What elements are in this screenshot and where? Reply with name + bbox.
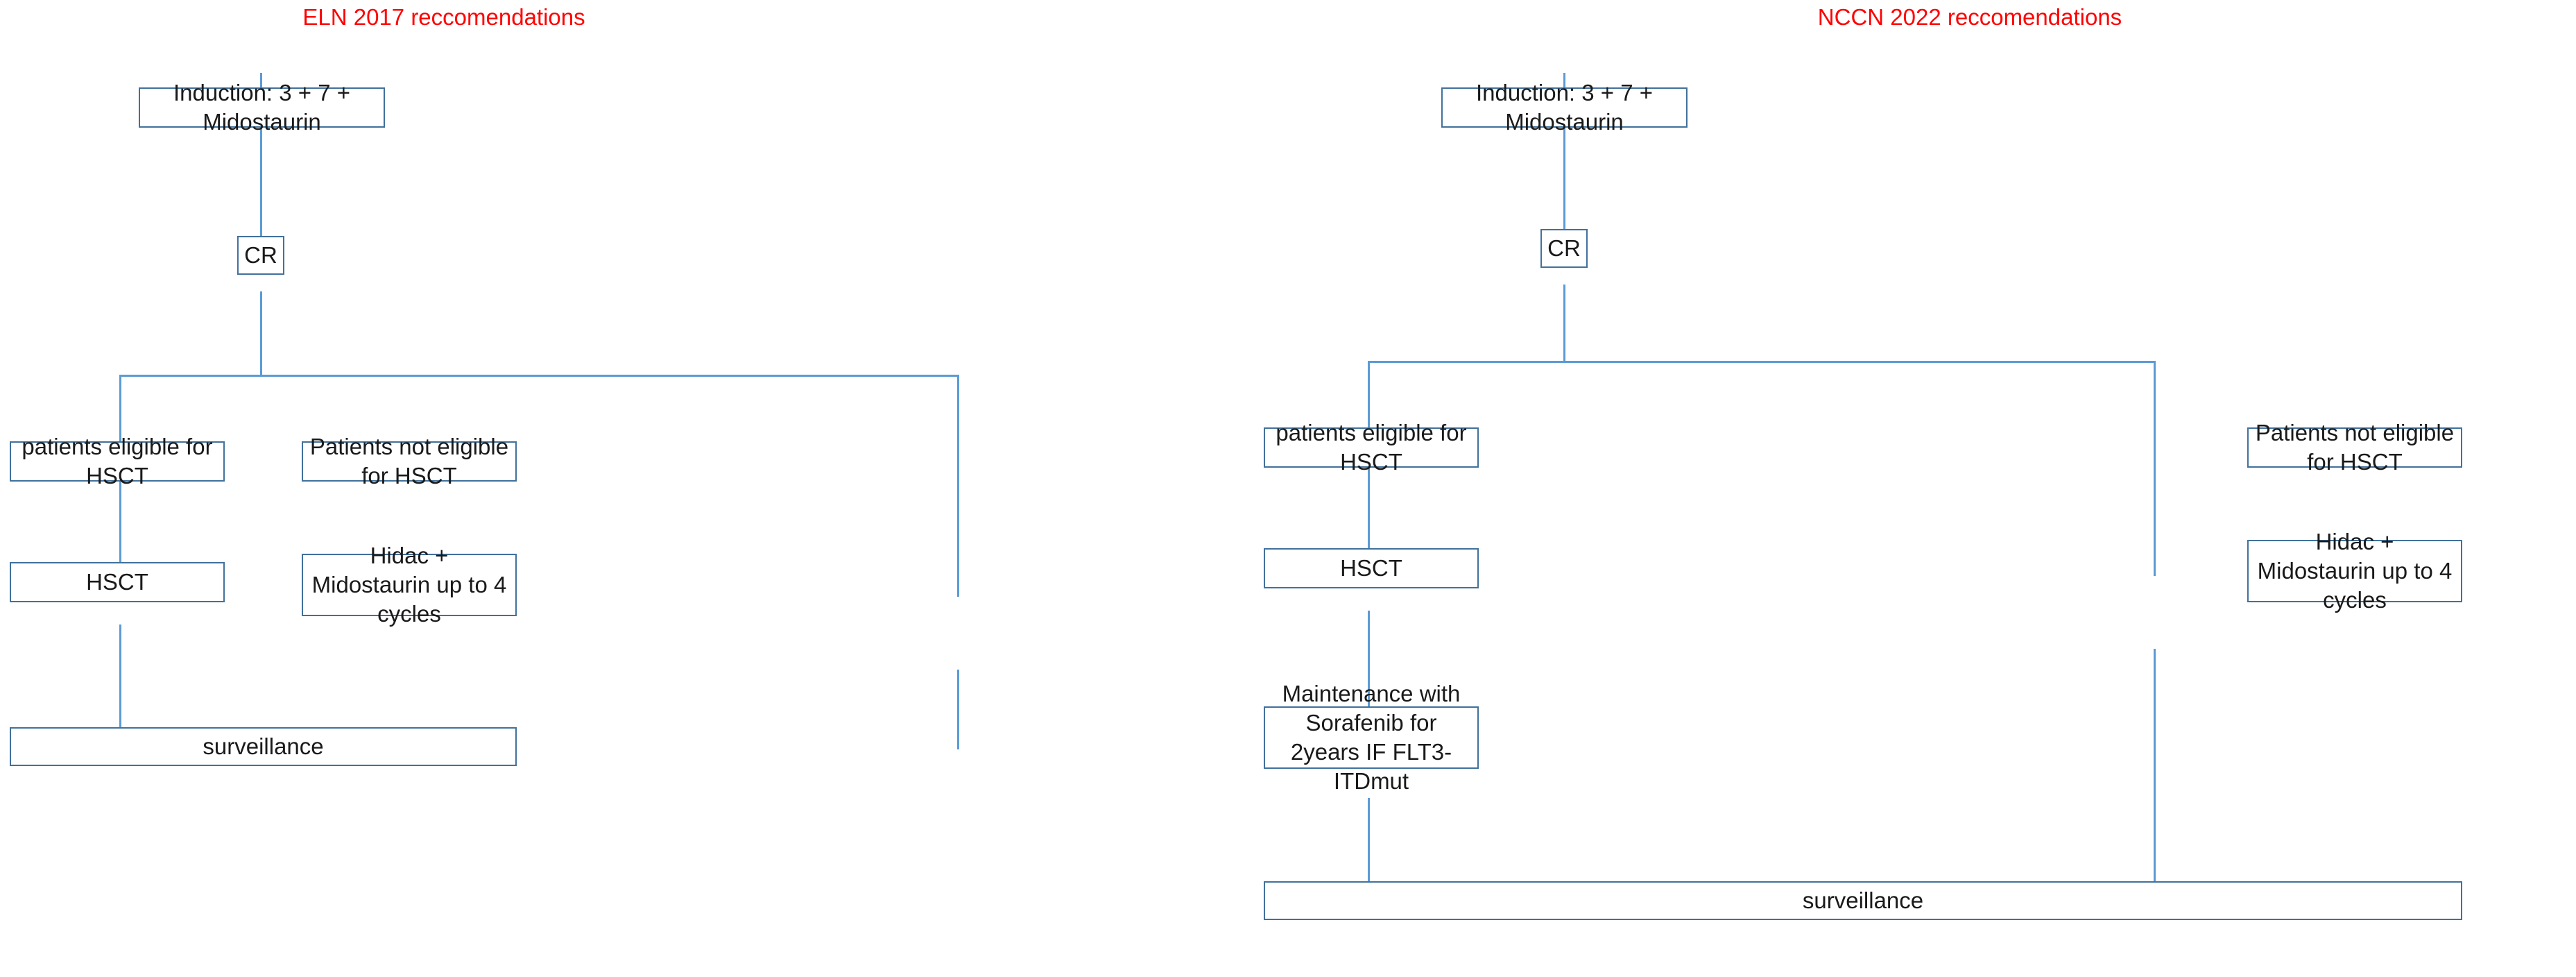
connector-cr-to-branch — [260, 291, 262, 376]
node-surveillance-eln[interactable]: surveillance — [10, 727, 517, 766]
node-maintenance-nccn-label-line1: Maintenance with Sorafenib for — [1282, 680, 1461, 736]
connector-branch-drop-right — [957, 375, 959, 459]
node-maintenance-nccn[interactable]: Maintenance with Sorafenib for 2years IF… — [1264, 681, 1479, 794]
node-hidac-nccn[interactable]: Hidac + Midostaurin up to 4 cycles — [2247, 529, 2462, 613]
node-induction-nccn-label: Induction: 3 + 7 + Midostaurin — [1475, 79, 1654, 135]
node-induction-eln[interactable]: Induction: 3 + 7 + Midostaurin — [139, 80, 385, 135]
connector-hsct-to-surveillance — [119, 625, 121, 749]
node-cr-nccn-label: CR — [1547, 235, 1581, 261]
node-cr-eln[interactable]: CR — [237, 236, 284, 275]
connector-branch-horizontal — [119, 375, 959, 377]
node-maintenance-nccn-label-line2: 2years IF FLT3-ITDmut — [1290, 739, 1452, 795]
chart-title-nccn: NCCN 2022 reccomendations — [1817, 4, 2122, 30]
connector-noteligible-to-hidac — [2154, 444, 2156, 576]
connector-branch-drop-left — [119, 375, 121, 459]
node-hidac-nccn-label-line2: cycles — [2323, 587, 2387, 613]
node-hidac-eln[interactable]: Hidac + Midostaurin up to 4 cycles — [302, 543, 517, 627]
node-cr-eln-label: CR — [244, 241, 277, 268]
flowchart-eln-2017: ELN 2017 reccomendations Induction: 3 + … — [0, 0, 1248, 977]
connector-noteligible-to-hidac — [957, 458, 959, 597]
connector-eligible-to-hsct — [1368, 444, 1370, 583]
connector-branch-horizontal — [1368, 361, 2155, 363]
connector-maintenance-to-surveillance — [1368, 798, 1370, 888]
node-hidac-eln-label-line1: Hidac + Midostaurin up to 4 — [311, 542, 507, 597]
node-surveillance-nccn[interactable]: surveillance — [1264, 881, 2462, 920]
node-induction-nccn[interactable]: Induction: 3 + 7 + Midostaurin — [1441, 80, 1688, 135]
node-eligible-eln-label: patients eligible for HSCT — [22, 433, 213, 488]
connector-branch-drop-left — [1368, 361, 1370, 445]
connector-hidac-to-surveillance — [2154, 649, 2156, 888]
connector-cr-to-branch — [1563, 284, 1565, 362]
node-eligible-eln[interactable]: patients eligible for HSCT — [10, 434, 225, 488]
chart-title-eln: ELN 2017 reccomendations — [302, 4, 585, 30]
connector-eligible-to-hsct — [119, 458, 121, 597]
connector-hsct-to-maintenance — [1368, 611, 1370, 736]
node-hsct-eln-label: HSCT — [86, 568, 148, 595]
node-induction-eln-label: Induction: 3 + 7 + Midostaurin — [173, 79, 351, 135]
connector-induction-to-cr — [1563, 73, 1565, 229]
node-eligible-nccn[interactable]: patients eligible for HSCT — [1264, 420, 1479, 475]
node-not-eligible-nccn-label: Patients not eligible for HSCT — [2255, 419, 2455, 475]
node-cr-nccn[interactable]: CR — [1540, 229, 1588, 268]
node-surveillance-eln-label: surveillance — [203, 733, 324, 759]
node-not-eligible-eln[interactable]: Patients not eligible for HSCT — [302, 434, 517, 488]
flowchart-nccn-2022: NCCN 2022 reccomendations Induction: 3 +… — [1262, 0, 2576, 977]
node-hsct-nccn-label: HSCT — [1340, 554, 1402, 581]
node-hsct-eln[interactable]: HSCT — [10, 562, 225, 602]
connector-branch-drop-right — [2154, 361, 2156, 445]
node-surveillance-nccn-label: surveillance — [1802, 887, 1924, 913]
node-not-eligible-eln-label: Patients not eligible for HSCT — [309, 433, 509, 488]
node-hidac-nccn-label-line1: Hidac + Midostaurin up to 4 — [2257, 528, 2453, 584]
node-eligible-nccn-label: patients eligible for HSCT — [1276, 419, 1467, 475]
connector-hidac-to-surveillance — [957, 670, 959, 749]
connector-induction-to-cr — [260, 73, 262, 236]
node-hidac-eln-label-line2: cycles — [377, 601, 441, 627]
node-hsct-nccn[interactable]: HSCT — [1264, 548, 1479, 588]
node-not-eligible-nccn[interactable]: Patients not eligible for HSCT — [2247, 420, 2462, 475]
